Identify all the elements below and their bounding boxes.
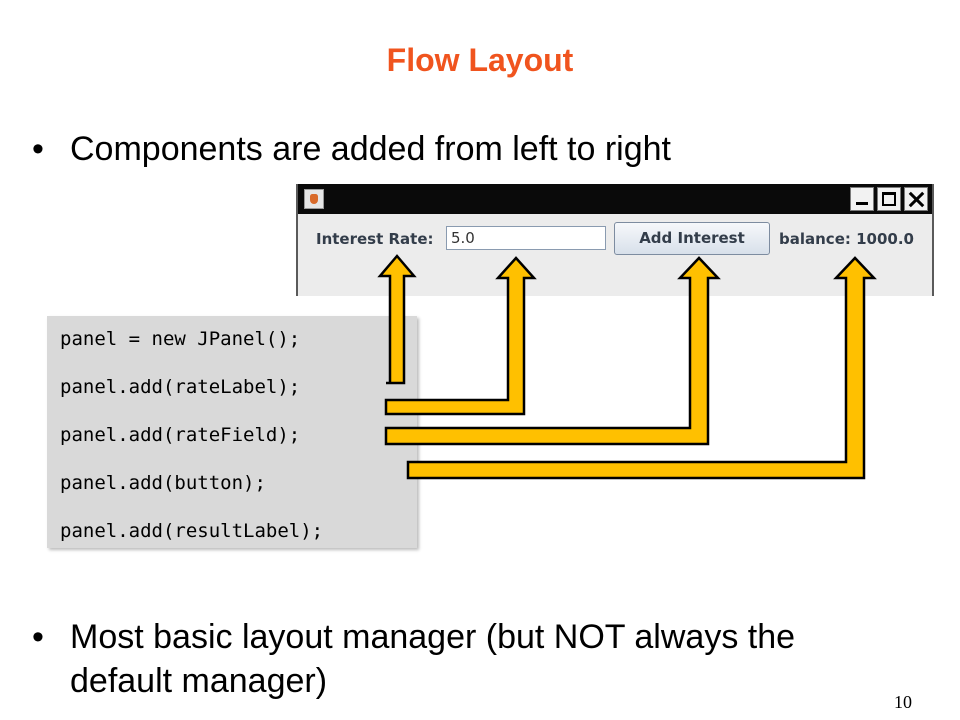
bullet-text: Most basic layout manager (but NOT alway… <box>70 618 796 700</box>
window-titlebar[interactable] <box>298 184 932 214</box>
close-icon[interactable] <box>904 187 928 211</box>
arrow-ratelabel <box>377 254 417 385</box>
code-line: panel.add(rateField); <box>60 424 301 446</box>
code-line: panel = new JPanel(); <box>60 328 301 350</box>
code-line: panel.add(resultLabel); <box>60 520 324 542</box>
arrow-button <box>384 256 721 446</box>
arrow-ratefield <box>384 256 537 416</box>
interest-rate-label: Interest Rate: <box>316 230 434 248</box>
balance-label: balance: 1000.0 <box>779 230 914 248</box>
bullet-glyph: • <box>32 130 44 168</box>
java-window: Interest Rate: 5.0 Add Interest balance:… <box>296 184 934 296</box>
bullet-basic-layout-manager: • Most basic layout manager (but NOT alw… <box>32 615 932 705</box>
interest-rate-field[interactable]: 5.0 <box>446 226 606 250</box>
arrow-resultlabel <box>406 256 877 480</box>
code-line: panel.add(rateLabel); <box>60 376 301 398</box>
code-line: panel.add(button); <box>60 472 266 494</box>
bullet-glyph: • <box>32 618 44 656</box>
minimize-icon[interactable] <box>850 187 874 211</box>
code-box: panel = new JPanel(); panel.add(rateLabe… <box>47 316 417 548</box>
page-number: 10 <box>894 692 912 712</box>
slide-title: Flow Layout <box>386 42 574 78</box>
bullet-text: Components are added from left to right <box>70 130 671 168</box>
bullet-components-left-to-right: • Components are added from left to righ… <box>32 127 932 171</box>
java-cup-icon <box>304 189 324 209</box>
maximize-icon[interactable] <box>877 187 901 211</box>
add-interest-button[interactable]: Add Interest <box>614 222 770 255</box>
